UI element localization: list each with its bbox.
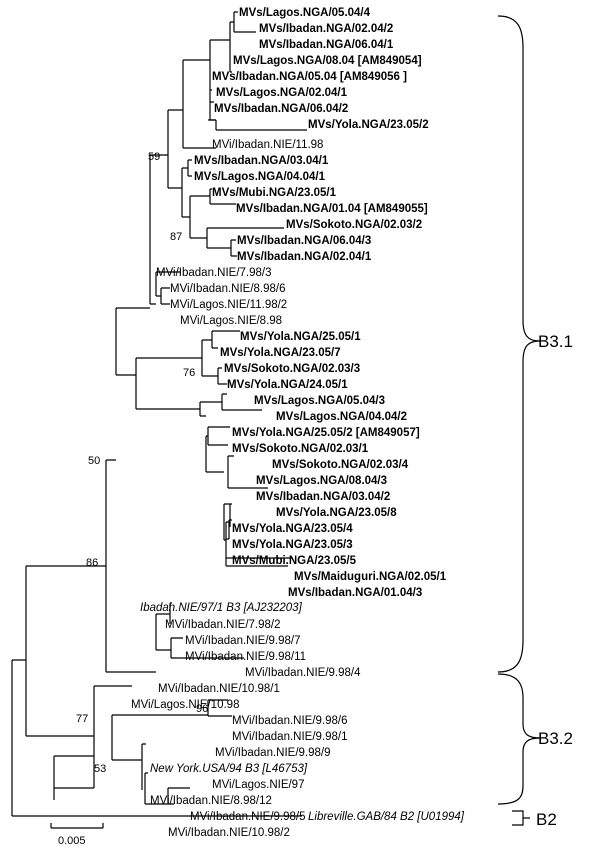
- bootstrap-value: 96: [196, 703, 208, 715]
- taxon-label: MVi/Ibadan.NIE/9.98/5: [190, 811, 306, 823]
- clade-label-b3-2: B3.2: [538, 729, 573, 748]
- taxon-label: MVi/Ibadan.NIE/9.98/7: [185, 635, 301, 647]
- taxon-label: Libreville.GAB/84 B2 [U01994]: [308, 811, 465, 823]
- taxon-label: MVs/Lagos.NGA/04.04/1: [194, 171, 326, 183]
- taxon-label: MVs/Lagos.NGA/02.04/1: [216, 87, 348, 99]
- taxon-label: MVs/Ibadan.NGA/02.04/2: [259, 23, 393, 35]
- taxon-label: MVs/Yola.NGA/25.05/1: [240, 331, 361, 343]
- bootstrap-value: 59: [148, 151, 160, 163]
- taxon-label: MVs/Ibadan.NGA/06.04/3: [237, 235, 371, 247]
- taxon-label: MVs/Yola.NGA/25.05/2 [AM849057]: [232, 427, 420, 439]
- taxon-label: MVs/Sokoto.NGA/02.03/4: [272, 459, 409, 471]
- clade-brace-b2: [512, 810, 530, 826]
- clade-label-b2: B2: [536, 810, 557, 829]
- taxon-label: MVs/Ibadan.NGA/02.04/1: [237, 251, 372, 263]
- taxon-label: MVs/Yola.NGA/23.05/8: [276, 507, 397, 519]
- taxon-label: MVs/Ibadan.NGA/01.04/3: [288, 587, 422, 599]
- clade-brace-b3-2: [497, 673, 541, 805]
- bootstrap-value: 86: [86, 557, 98, 569]
- taxon-label: MVs/Sokoto.NGA/02.03/3: [224, 363, 360, 375]
- taxon-label: MVi/Lagos.NIE/8.98: [180, 315, 282, 327]
- taxon-label: MVi/Ibadan.NIE/9.98/1: [232, 731, 348, 743]
- taxon-label: MVs/Ibadan.NGA/03.04/1: [194, 155, 329, 167]
- taxon-label: MVs/Yola.NGA/23.05/3: [232, 539, 353, 551]
- scale-bar: [50, 823, 104, 829]
- taxon-label: MVs/Sokoto.NGA/02.03/2: [286, 219, 422, 231]
- taxon-label: MVs/Ibadan.NGA/06.04/2: [214, 103, 348, 115]
- taxon-label: MVs/Lagos.NGA/08.04 [AM849054]: [233, 55, 422, 67]
- taxon-label: MVi/Ibadan.NIE/9.98/9: [215, 747, 331, 759]
- taxon-label: MVs/Ibadan.NGA/05.04 [AM849056 ]: [212, 71, 407, 83]
- bootstrap-value: 50: [88, 455, 100, 467]
- taxon-label: MVi/Ibadan.NIE/9.98/4: [245, 667, 361, 679]
- taxon-label: MVi/Lagos.NIE/97: [212, 779, 304, 791]
- taxon-label: MVs/Yola.NGA/23.05/7: [220, 347, 341, 359]
- taxon-label: MVs/Maiduguri.NGA/02.05/1: [294, 571, 447, 583]
- taxon-label: MVs/Ibadan.NGA/03.04/2: [256, 491, 390, 503]
- taxon-label: MVi/Ibadan.NIE/9.98/11: [185, 651, 306, 663]
- scale-bar-label: 0.005: [58, 835, 86, 847]
- taxon-label: MVs/Ibadan.NGA/01.04 [AM849055]: [236, 203, 428, 215]
- taxon-label: MVi/Lagos.NIE/11.98/2: [170, 299, 287, 311]
- taxon-label: MVi/Ibadan.NIE/7.98/2: [165, 619, 281, 631]
- taxon-label: MVs/Ibadan.NGA/06.04/1: [259, 39, 394, 51]
- taxon-label: MVs/Lagos.NGA/05.04/4: [239, 7, 371, 19]
- taxon-label: MVs/Sokoto.NGA/02.03/1: [232, 443, 369, 455]
- bootstrap-value: 76: [183, 367, 195, 379]
- bootstrap-values: 59 87 76 50 86 96 77 53: [76, 151, 208, 775]
- taxon-label: MVi/Ibadan.NIE/11.98: [212, 139, 323, 151]
- taxon-label: MVs/Yola.NGA/23.05/2: [308, 119, 429, 131]
- taxon-label: MVi/Ibadan.NIE/8.98/6: [170, 283, 286, 295]
- taxon-label: MVs/Lagos.NGA/04.04/2: [276, 411, 407, 423]
- taxon-label: MVs/Mubi.NGA/23.05/5: [232, 555, 357, 567]
- taxon-label: MVs/Yola.NGA/23.05/4: [232, 523, 353, 535]
- taxon-label: Ibadan.NIE/97/1 B3 [AJ232203]: [140, 602, 303, 614]
- taxon-labels: MVs/Lagos.NGA/05.04/4MVs/Ibadan.NGA/02.0…: [131, 7, 465, 839]
- taxon-label: MVi/Ibadan.NIE/8.98/12: [150, 795, 272, 807]
- taxon-label: MVs/Yola.NGA/24.05/1: [227, 379, 348, 391]
- taxon-label: MVs/Lagos.NGA/08.04/3: [256, 475, 387, 487]
- taxon-label: New York.USA/94 B3 [L46753]: [150, 763, 308, 775]
- taxon-label: MVi/Ibadan.NIE/9.98/6: [232, 715, 348, 727]
- taxon-label: MVi/Ibadan.NIE/10.98/2: [168, 827, 290, 839]
- clade-label-b3-1: B3.1: [538, 332, 573, 351]
- bootstrap-value: 77: [76, 713, 88, 725]
- taxon-label: MVi/Ibadan.NIE/7.98/3: [156, 267, 272, 279]
- taxon-label: MVs/Lagos.NGA/05.04/3: [254, 395, 385, 407]
- bootstrap-value: 53: [94, 763, 106, 775]
- taxon-label: MVi/Lagos.NIE/10.98: [131, 699, 239, 711]
- taxon-label: MVs/Mubi.NGA/23.05/1: [212, 187, 337, 199]
- taxon-label: MVi/Ibadan.NIE/10.98/1: [158, 683, 280, 695]
- bootstrap-value: 87: [170, 231, 182, 243]
- clade-brace-b3-1: [497, 15, 541, 673]
- tree-branches: [11, 11, 307, 817]
